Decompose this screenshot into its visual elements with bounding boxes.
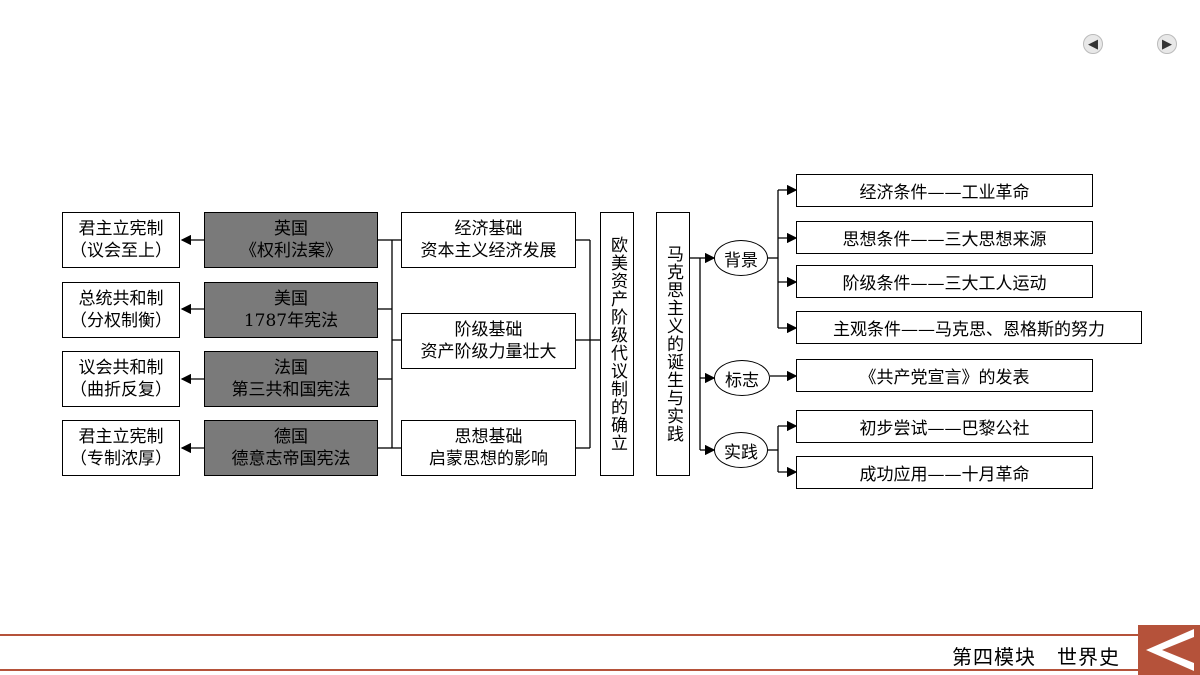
system-line2: （议会至上）	[70, 241, 172, 261]
system-box-3: 议会共和制 （曲折反复）	[62, 351, 180, 407]
system-line2: （分权制衡）	[70, 311, 172, 331]
foundation-box-class: 阶级基础 资产阶级力量壮大	[401, 313, 576, 369]
left-topic-title-text: 欧美资产阶级代议制的确立	[607, 236, 627, 452]
item-text: 成功应用——十月革命	[859, 465, 1030, 485]
category-oval-background: 背景	[714, 240, 768, 276]
country-line1: 英国	[274, 219, 308, 239]
system-line1: 总统共和制	[78, 289, 164, 309]
footer-module-label: 第四模块 世界史	[952, 645, 1120, 669]
item-box: 阶级条件——三大工人运动	[796, 265, 1093, 298]
country-box-uk: 英国 《权利法案》	[204, 212, 378, 268]
right-topic-title-text: 马克思主义的诞生与实践	[663, 245, 683, 443]
left-topic-title: 欧美资产阶级代议制的确立	[600, 212, 634, 476]
foundation-line1: 阶级基础	[454, 320, 523, 340]
left-arrow-icon: ◀	[1088, 36, 1098, 52]
item-box: 初步尝试——巴黎公社	[796, 410, 1093, 443]
item-box: 《共产党宣言》的发表	[796, 359, 1093, 392]
category-label: 标志	[725, 370, 759, 391]
foundation-box-economic: 经济基础 资本主义经济发展	[401, 212, 576, 268]
country-line2: 德意志帝国宪法	[231, 449, 351, 469]
right-topic-title: 马克思主义的诞生与实践	[656, 212, 690, 476]
country-line1: 美国	[274, 289, 308, 309]
country-line2: 《权利法案》	[240, 241, 342, 261]
item-text: 《共产党宣言》的发表	[859, 368, 1030, 388]
system-line1: 君主立宪制	[78, 219, 164, 239]
country-box-de: 德国 德意志帝国宪法	[204, 420, 378, 476]
footer-rule-top	[0, 634, 1140, 636]
footer-rule-bottom	[0, 669, 1140, 671]
country-box-us: 美国 1787年宪法	[204, 282, 378, 338]
country-line1: 德国	[274, 427, 308, 447]
system-line2: （曲折反复）	[70, 380, 172, 400]
item-text: 经济条件——工业革命	[859, 183, 1030, 203]
item-box: 主观条件——马克思、恩格斯的努力	[796, 311, 1142, 344]
item-text: 初步尝试——巴黎公社	[859, 419, 1030, 439]
country-line2: 1787年宪法	[243, 311, 339, 331]
system-box-1: 君主立宪制 （议会至上）	[62, 212, 180, 268]
item-text: 阶级条件——三大工人运动	[842, 274, 1047, 294]
foundation-line2: 资产阶级力量壮大	[420, 342, 557, 362]
category-oval-practice: 实践	[714, 432, 768, 468]
system-line2: （专制浓厚）	[70, 449, 172, 469]
footer-chevron-icon	[1138, 625, 1200, 675]
foundation-box-ideological: 思想基础 启蒙思想的影响	[401, 420, 576, 476]
country-line2: 第三共和国宪法	[231, 380, 351, 400]
category-label: 背景	[724, 250, 758, 271]
system-box-4: 君主立宪制 （专制浓厚）	[62, 420, 180, 476]
category-label: 实践	[724, 442, 758, 463]
item-box: 成功应用——十月革命	[796, 456, 1093, 489]
system-line1: 君主立宪制	[78, 427, 164, 447]
category-oval-symbol: 标志	[714, 360, 770, 396]
item-text: 思想条件——三大思想来源	[842, 230, 1047, 250]
foundation-line2: 启蒙思想的影响	[429, 449, 548, 469]
item-text: 主观条件——马克思、恩格斯的努力	[833, 320, 1105, 340]
country-box-fr: 法国 第三共和国宪法	[204, 351, 378, 407]
system-line1: 议会共和制	[78, 358, 164, 378]
country-line1: 法国	[274, 358, 308, 378]
next-page-button[interactable]: ▶	[1157, 34, 1177, 54]
foundation-line2: 资本主义经济发展	[420, 241, 557, 261]
prev-page-button[interactable]: ◀	[1083, 34, 1103, 54]
foundation-line1: 思想基础	[454, 427, 523, 447]
system-box-2: 总统共和制 （分权制衡）	[62, 282, 180, 338]
foundation-line1: 经济基础	[454, 219, 523, 239]
right-arrow-icon: ▶	[1162, 36, 1172, 52]
item-box: 思想条件——三大思想来源	[796, 221, 1093, 254]
item-box: 经济条件——工业革命	[796, 174, 1093, 207]
